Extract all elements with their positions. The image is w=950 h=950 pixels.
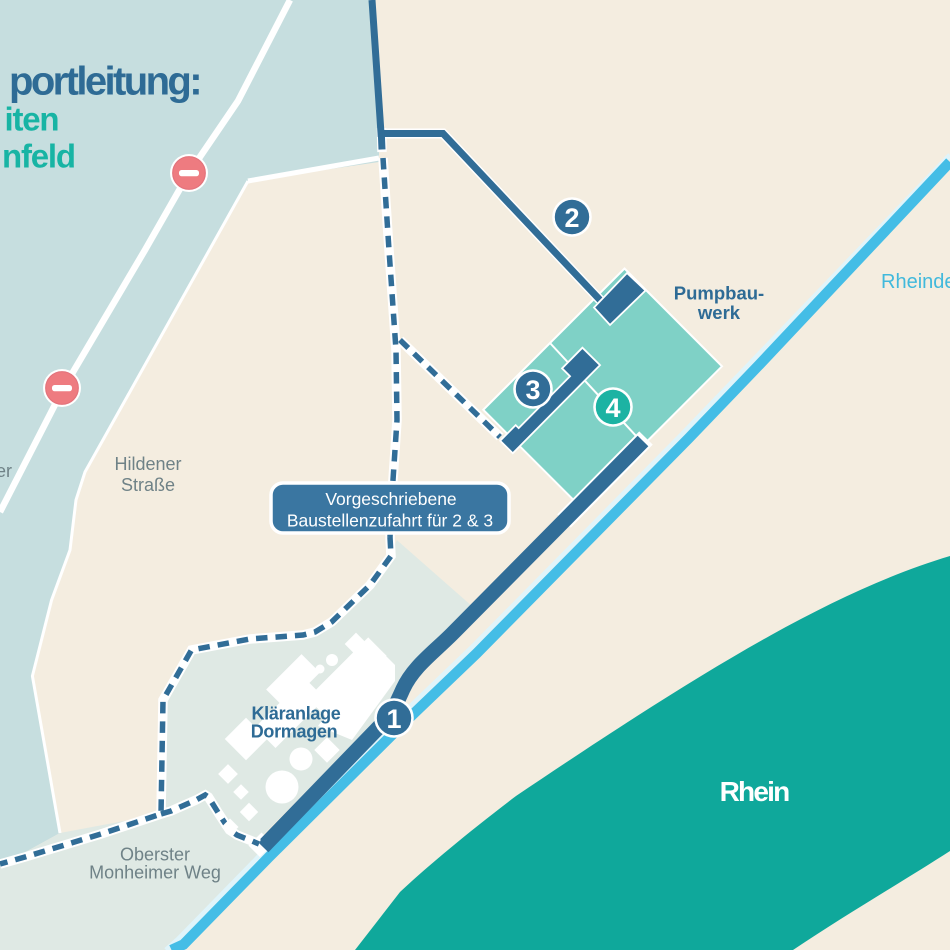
- svg-text:2: 2: [564, 203, 579, 233]
- svg-text:Monheimer Weg: Monheimer Weg: [89, 863, 221, 883]
- svg-text:werk: werk: [697, 302, 741, 323]
- svg-text:1: 1: [386, 704, 401, 734]
- svg-text:er: er: [0, 461, 12, 481]
- svg-text:Kläranlage: Kläranlage: [251, 704, 340, 724]
- svg-text:Straße: Straße: [121, 475, 175, 495]
- svg-text:portleitung:: portleitung:: [9, 60, 200, 104]
- svg-text:Hildener: Hildener: [114, 454, 181, 474]
- svg-text:Rheindeich: Rheindeich: [881, 271, 950, 293]
- svg-text:Baustellenzufahrt für 2 & 3: Baustellenzufahrt für 2 & 3: [287, 511, 493, 531]
- svg-text:Oberster: Oberster: [120, 845, 190, 865]
- svg-text:Rhein: Rhein: [720, 776, 789, 807]
- svg-text:Vorgeschriebene: Vorgeschriebene: [325, 489, 456, 509]
- svg-text:4: 4: [605, 393, 620, 423]
- svg-text:Dormagen: Dormagen: [251, 722, 338, 742]
- svg-text:iten: iten: [5, 100, 59, 137]
- svg-text:3: 3: [525, 375, 540, 405]
- svg-text:nfeld: nfeld: [2, 137, 75, 174]
- svg-text:Pumpbau-: Pumpbau-: [674, 283, 764, 304]
